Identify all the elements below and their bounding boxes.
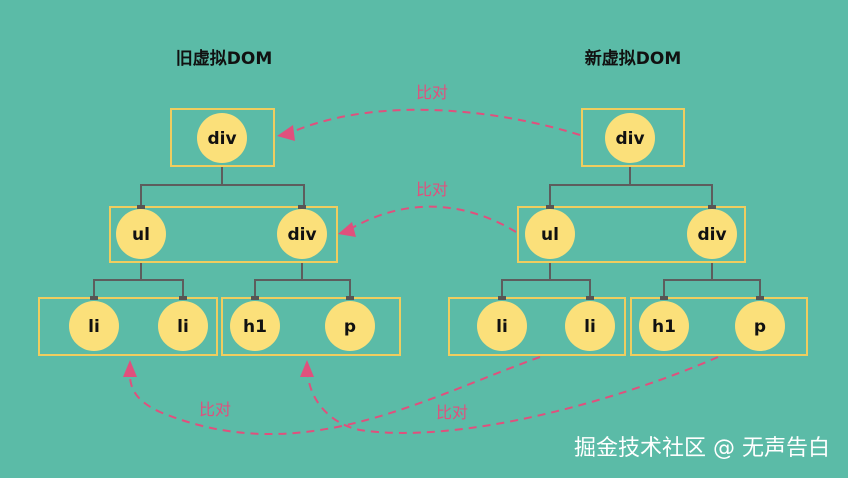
compare-arrow-root (291, 108, 581, 136)
compare-arrow-level2-head (338, 222, 356, 237)
compare-label-level2: 比对 (416, 180, 448, 199)
new-li-box (448, 297, 626, 356)
old-edge-div (254, 262, 351, 298)
old-p-node (325, 301, 375, 351)
new-ul-node (525, 209, 575, 259)
old-level2-box (109, 206, 338, 263)
old-edge-ul (93, 262, 184, 298)
new-h1p-box (630, 297, 808, 356)
old-p-label: p (344, 317, 356, 337)
old-li1-label: li (88, 317, 100, 337)
compare-arrow-root-head (277, 125, 295, 141)
new-root-box (581, 108, 685, 167)
old-li1-node (69, 301, 119, 351)
new-edge-root (549, 166, 713, 207)
new-li2-label: li (584, 317, 596, 337)
new-ul-label: ul (541, 225, 559, 245)
old-tree-title: 旧虚拟DOM (176, 48, 272, 69)
new-root-label: div (615, 129, 644, 149)
compare-arrow-li-head (123, 360, 137, 377)
new-p-label: p (754, 317, 766, 337)
new-h1-node (639, 301, 689, 351)
new-h1-label: h1 (652, 317, 676, 337)
new-li1-label: li (496, 317, 508, 337)
old-p-stub (346, 296, 354, 300)
old-h1-stub (251, 296, 259, 300)
old-li2-stub (179, 296, 187, 300)
compare-arrows: 比对 比对 比对 比对 (123, 83, 719, 435)
new-ul-stub (546, 205, 554, 209)
old-ul-stub (137, 205, 145, 209)
new-edge-ul (501, 262, 591, 298)
old-div2-node (277, 209, 327, 259)
compare-label-root: 比对 (416, 83, 448, 102)
old-h1-node (230, 301, 280, 351)
old-root-box (170, 108, 275, 167)
old-div2-label: div (287, 225, 316, 245)
old-div2-stub (298, 205, 306, 209)
old-li1-stub (90, 296, 98, 300)
new-div2-stub (708, 205, 716, 209)
watermark: 掘金技术社区 @ 无声告白 (574, 436, 830, 461)
compare-label-li: 比对 (199, 400, 231, 419)
old-li-box (38, 297, 218, 356)
compare-arrow-h1p (307, 356, 719, 434)
new-div2-label: div (697, 225, 726, 245)
new-tree-title: 新虚拟DOM (585, 48, 681, 69)
old-ul-label: ul (132, 225, 150, 245)
old-root-node (197, 113, 247, 163)
new-p-stub (756, 296, 764, 300)
old-ul-node (116, 209, 166, 259)
compare-label-h1p: 比对 (436, 403, 468, 422)
old-li2-node (158, 301, 208, 351)
new-div2-node (687, 209, 737, 259)
new-h1-stub (660, 296, 668, 300)
compare-arrow-li (129, 356, 541, 435)
compare-arrow-h1p-head (300, 360, 314, 377)
new-root-node (605, 113, 655, 163)
new-li1-node (477, 301, 527, 351)
old-h1p-box (221, 297, 401, 356)
new-li1-stub (498, 296, 506, 300)
old-edge-root (140, 166, 305, 207)
new-li2-stub (586, 296, 594, 300)
new-li2-node (565, 301, 615, 351)
new-p-node (735, 301, 785, 351)
old-li2-label: li (177, 317, 189, 337)
new-tree: div ul div li li h1 p (448, 108, 808, 356)
old-tree: div ul div li li h1 p (38, 108, 401, 356)
old-h1-label: h1 (243, 317, 267, 337)
compare-arrow-level2 (351, 205, 517, 233)
new-edge-div (663, 262, 761, 298)
old-root-label: div (207, 129, 236, 149)
new-level2-box (517, 206, 746, 263)
